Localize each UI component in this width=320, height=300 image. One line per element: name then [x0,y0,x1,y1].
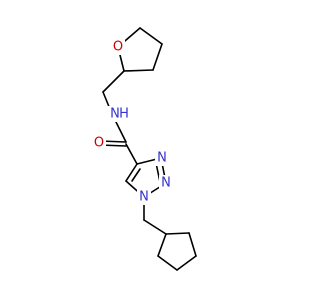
atom-n2: N [161,176,171,191]
atom-labels: O N H O N N N [92,39,173,205]
bond-cp4-cp5 [157,255,178,271]
bond-ch2-cyclopentyl [143,219,167,235]
bond-c4-c5 [139,27,163,45]
atom-n1: N [139,190,149,205]
atom-o-ring: O [113,40,123,55]
atom-n3: N [157,151,167,166]
bond-cp2-cp3 [188,232,197,257]
atom-h-amide: H [119,107,129,122]
bond-c-carbonyl-c4 [125,143,138,165]
molecule-diagram: O N H O N N N [92,27,197,271]
bond-c3-c4 [152,43,163,71]
cyclopentane-ring [157,232,197,271]
bond-c5-c4-inner [131,168,141,182]
bond-cp5-cp1 [157,233,167,257]
bond-c2-ch2 [102,70,125,93]
bond-cp3-cp4 [176,255,197,271]
bond-c5-c4 [125,163,138,182]
tetrahydrofuran-ring [117,27,163,72]
atom-n-amide: N [110,107,120,122]
bond-c2-c3 [123,69,154,72]
bond-cp1-cp2 [165,232,190,235]
atom-o-carbonyl: O [94,136,104,151]
